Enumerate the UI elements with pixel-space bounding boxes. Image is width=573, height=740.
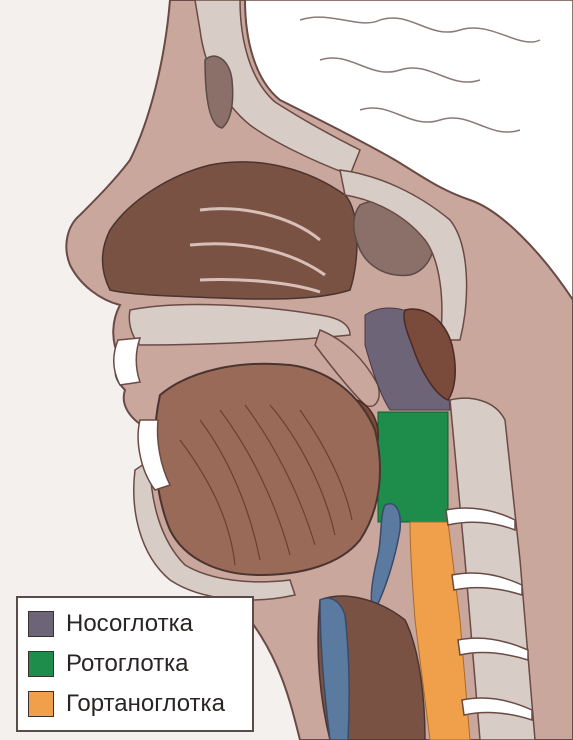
- legend-swatch-laryngopharynx: [28, 691, 54, 717]
- legend-item-nasopharynx: Носоглотка: [28, 604, 252, 644]
- legend-label-oropharynx: Ротоглотка: [66, 650, 189, 678]
- legend-label-nasopharynx: Носоглотка: [66, 610, 193, 638]
- legend-swatch-oropharynx: [28, 651, 54, 677]
- legend: Носоглотка Ротоглотка Гортаноглотка: [16, 596, 254, 732]
- upper-lip: [114, 338, 140, 385]
- legend-label-laryngopharynx: Гортаноглотка: [66, 690, 225, 718]
- legend-item-oropharynx: Ротоглотка: [28, 644, 252, 684]
- legend-item-laryngopharynx: Гортаноглотка: [28, 684, 252, 724]
- tongue: [155, 364, 380, 575]
- legend-swatch-nasopharynx: [28, 611, 54, 637]
